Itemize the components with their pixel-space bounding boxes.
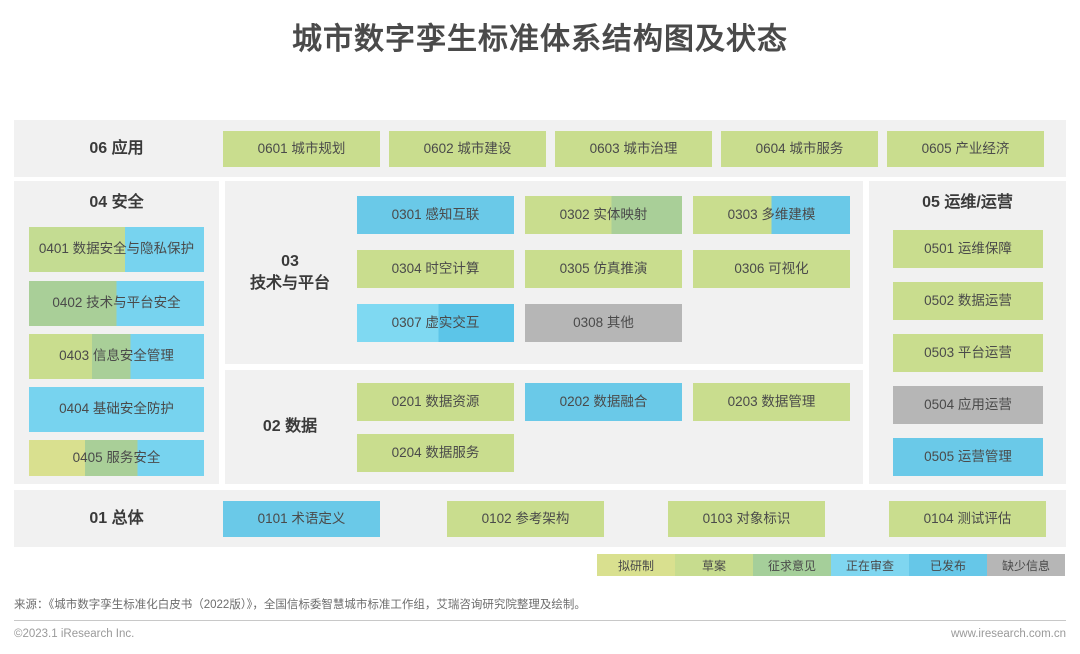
section-label-tech-line1: 03 [281, 252, 299, 270]
legend-item-published[interactable]: 已发布 [909, 554, 987, 576]
legend-item-planned[interactable]: 拟研制 [597, 554, 675, 576]
standard-box-0308[interactable]: 0308 其他 [525, 304, 682, 342]
section-label-overall: 01 总体 [89, 509, 144, 527]
standard-box-0101[interactable]: 0101 术语定义 [223, 501, 380, 537]
standard-box-0304[interactable]: 0304 时空计算 [357, 250, 514, 288]
standard-box-0501[interactable]: 0501 运维保障 [893, 230, 1043, 268]
copyright-text: ©2023.1 iResearch Inc. [14, 628, 135, 640]
section-label-security: 04 安全 [89, 194, 144, 212]
standard-box-0603[interactable]: 0603 城市治理 [555, 131, 712, 167]
standard-box-0103[interactable]: 0103 对象标识 [668, 501, 825, 537]
legend-item-draft[interactable]: 草案 [675, 554, 753, 576]
standard-box-0201[interactable]: 0201 数据资源 [357, 383, 514, 421]
standard-box-0307[interactable]: 0307 虚实交互 [357, 304, 514, 342]
standard-box-0104[interactable]: 0104 测试评估 [889, 501, 1046, 537]
section-label-data: 02 数据 [262, 418, 318, 436]
standard-box-0505[interactable]: 0505 运营管理 [893, 438, 1043, 476]
standard-box-0601[interactable]: 0601 城市规划 [223, 131, 380, 167]
standard-box-0502[interactable]: 0502 数据运营 [893, 282, 1043, 320]
source-note: 来源：《城市数字孪生标准化白皮书（2022版）》，全国信标委智慧城市标准工作组，… [14, 599, 586, 611]
page-title: 城市数字孪生标准体系结构图及状态 [292, 23, 788, 56]
standard-box-0202[interactable]: 0202 数据融合 [525, 383, 682, 421]
standard-box-0401[interactable]: 0401 数据安全与隐私保护 [29, 227, 204, 272]
standard-box-0302[interactable]: 0302 实体映射 [525, 196, 682, 234]
section-label-tech: 03 技术与平台 [225, 181, 355, 364]
standard-box-0203[interactable]: 0203 数据管理 [693, 383, 850, 421]
legend-item-missing[interactable]: 缺少信息 [987, 554, 1065, 576]
legend-item-review[interactable]: 正在审查 [831, 554, 909, 576]
status-legend: 拟研制 草案 征求意见 正在审查 已发布 缺少信息 [597, 554, 1065, 576]
standard-box-0404[interactable]: 0404 基础安全防护 [29, 387, 204, 432]
standard-box-0605[interactable]: 0605 产业经济 [887, 131, 1044, 167]
standard-box-0306[interactable]: 0306 可视化 [693, 250, 850, 288]
standard-box-0402[interactable]: 0402 技术与平台安全 [29, 281, 204, 326]
standard-box-0204[interactable]: 0204 数据服务 [357, 434, 514, 472]
section-label-application: 06 应用 [89, 139, 144, 157]
standard-box-0303[interactable]: 0303 多维建模 [693, 196, 850, 234]
footer-divider [14, 620, 1066, 621]
standard-box-0403[interactable]: 0403 信息安全管理 [29, 334, 204, 379]
standard-box-0504[interactable]: 0504 应用运营 [893, 386, 1043, 424]
website-link[interactable]: www.iresearch.com.cn [950, 628, 1066, 640]
standard-box-0301[interactable]: 0301 感知互联 [357, 196, 514, 234]
standard-box-0602[interactable]: 0602 城市建设 [389, 131, 546, 167]
legend-item-comment[interactable]: 征求意见 [753, 554, 831, 576]
standard-box-0604[interactable]: 0604 城市服务 [721, 131, 878, 167]
section-label-tech-line2: 技术与平台 [249, 274, 330, 292]
standard-box-0503[interactable]: 0503 平台运营 [893, 334, 1043, 372]
standard-box-0405[interactable]: 0405 服务安全 [29, 440, 204, 476]
standard-box-0305[interactable]: 0305 仿真推演 [525, 250, 682, 288]
section-label-ops: 05 运维/运营 [922, 194, 1013, 212]
standard-box-0102[interactable]: 0102 参考架构 [447, 501, 604, 537]
